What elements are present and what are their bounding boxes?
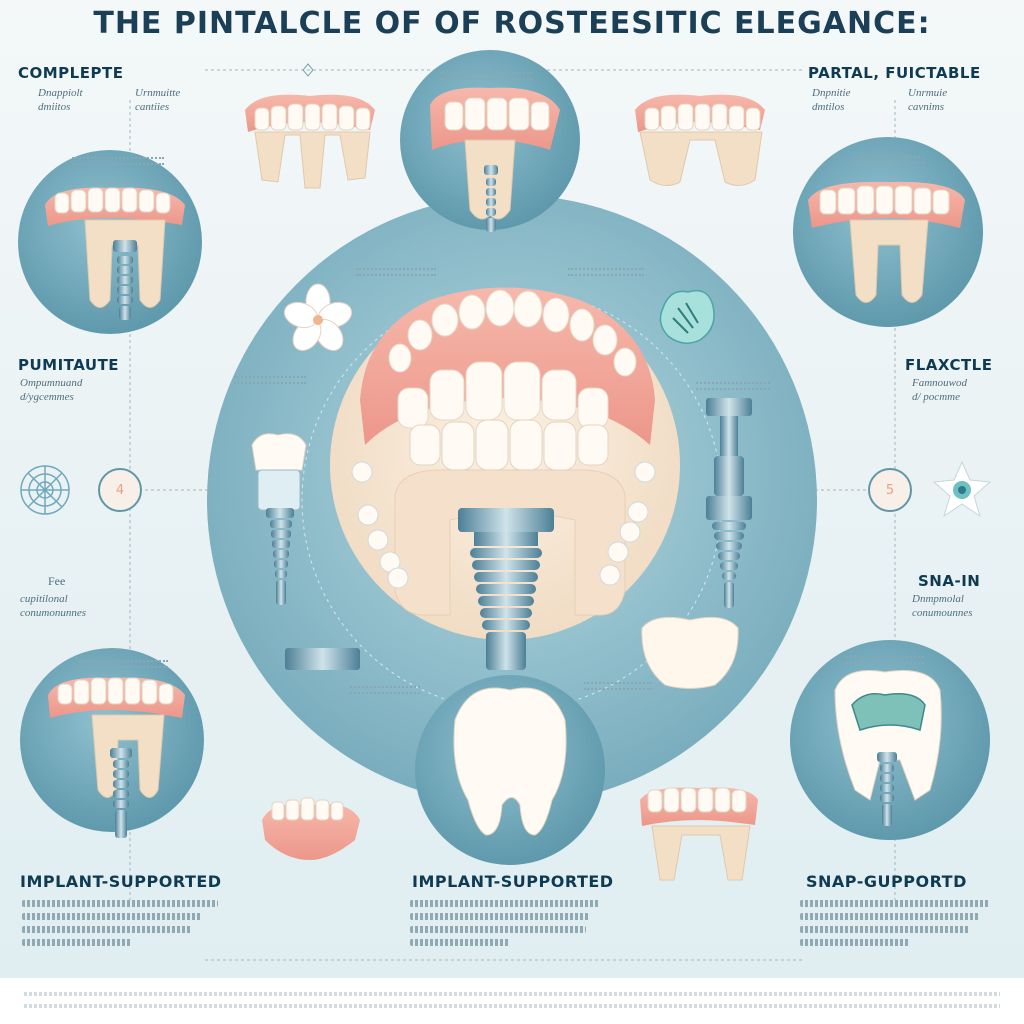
large-molar <box>453 687 567 836</box>
tag-inner-d <box>696 382 770 390</box>
side-molars <box>351 461 656 589</box>
label-fee: Fee <box>48 574 66 588</box>
flower-icon <box>932 460 992 518</box>
floating-denture-top-right <box>635 94 765 186</box>
page-title: THE PINTALCLE OF OF ROSTEESITIC ELEGANCE… <box>93 6 931 41</box>
label-implant-left: IMPLANT-SUPPORTED <box>20 872 222 891</box>
white-flower-icon <box>283 283 353 351</box>
label-implant-center: IMPLANT-SUPPORTED <box>412 872 614 891</box>
teal-flower-icon <box>659 289 715 344</box>
step-number-right: 5 <box>868 468 912 512</box>
footer-line-1 <box>24 992 1000 996</box>
desc-block-center <box>410 900 610 946</box>
tag-inner-a <box>356 268 436 276</box>
tag-top-right <box>846 156 924 164</box>
label-complete: COMPLEPTE <box>18 64 124 82</box>
label-snain: SNA-IN <box>918 572 981 590</box>
tag-bottom-left <box>76 660 168 668</box>
tag-top-center <box>440 72 532 80</box>
footer-line-2 <box>24 1004 1000 1008</box>
desc-block-right <box>800 900 1000 946</box>
central-lower-teeth <box>409 419 609 471</box>
crown-piece <box>641 616 739 689</box>
label-pumitaute: PUMITAUTE <box>18 356 120 374</box>
tag-inner-f <box>584 682 652 690</box>
lower-jaw-shape <box>394 469 626 616</box>
tag-inner-b <box>568 268 644 276</box>
step-number-left: 4 <box>98 468 142 512</box>
central-upper-teeth <box>388 289 637 429</box>
tag-inner-e <box>350 686 420 694</box>
tag-bottom-right <box>846 656 924 664</box>
abutment-disc <box>285 648 360 670</box>
floating-denture-bottom-right <box>640 787 758 881</box>
footer <box>0 978 1024 1024</box>
tag-inner-c <box>234 376 306 384</box>
tag-top-left <box>72 157 164 165</box>
mandala-icon <box>20 465 70 515</box>
left-implant-tooth <box>251 433 307 605</box>
label-partial: PARTAL, FUICTABLE <box>808 64 981 82</box>
label-snap-supported: SNAP-GUPPORTD <box>806 872 967 891</box>
desc-block-left <box>22 900 222 946</box>
right-implant-screw <box>706 398 752 608</box>
floating-denture-top-left <box>245 94 375 189</box>
label-flaxctle: FLAXCTLE <box>905 356 993 374</box>
floating-denture-bottom-left <box>262 797 360 860</box>
central-implant <box>458 508 554 670</box>
